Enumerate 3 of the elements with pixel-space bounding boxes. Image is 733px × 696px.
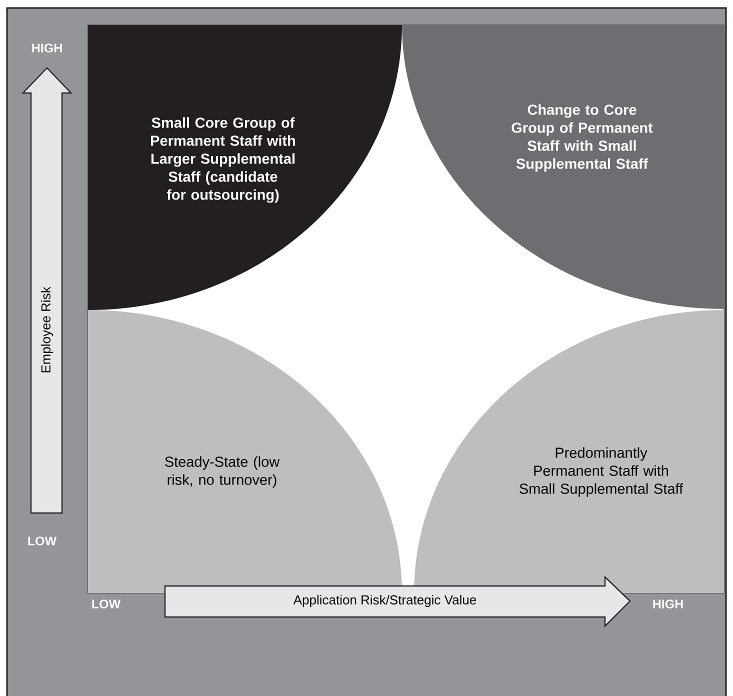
axis-level-label: HIGH [653,600,683,608]
axis-level-label: LOW [28,536,57,546]
axis-level-label: HIGH [32,44,62,52]
